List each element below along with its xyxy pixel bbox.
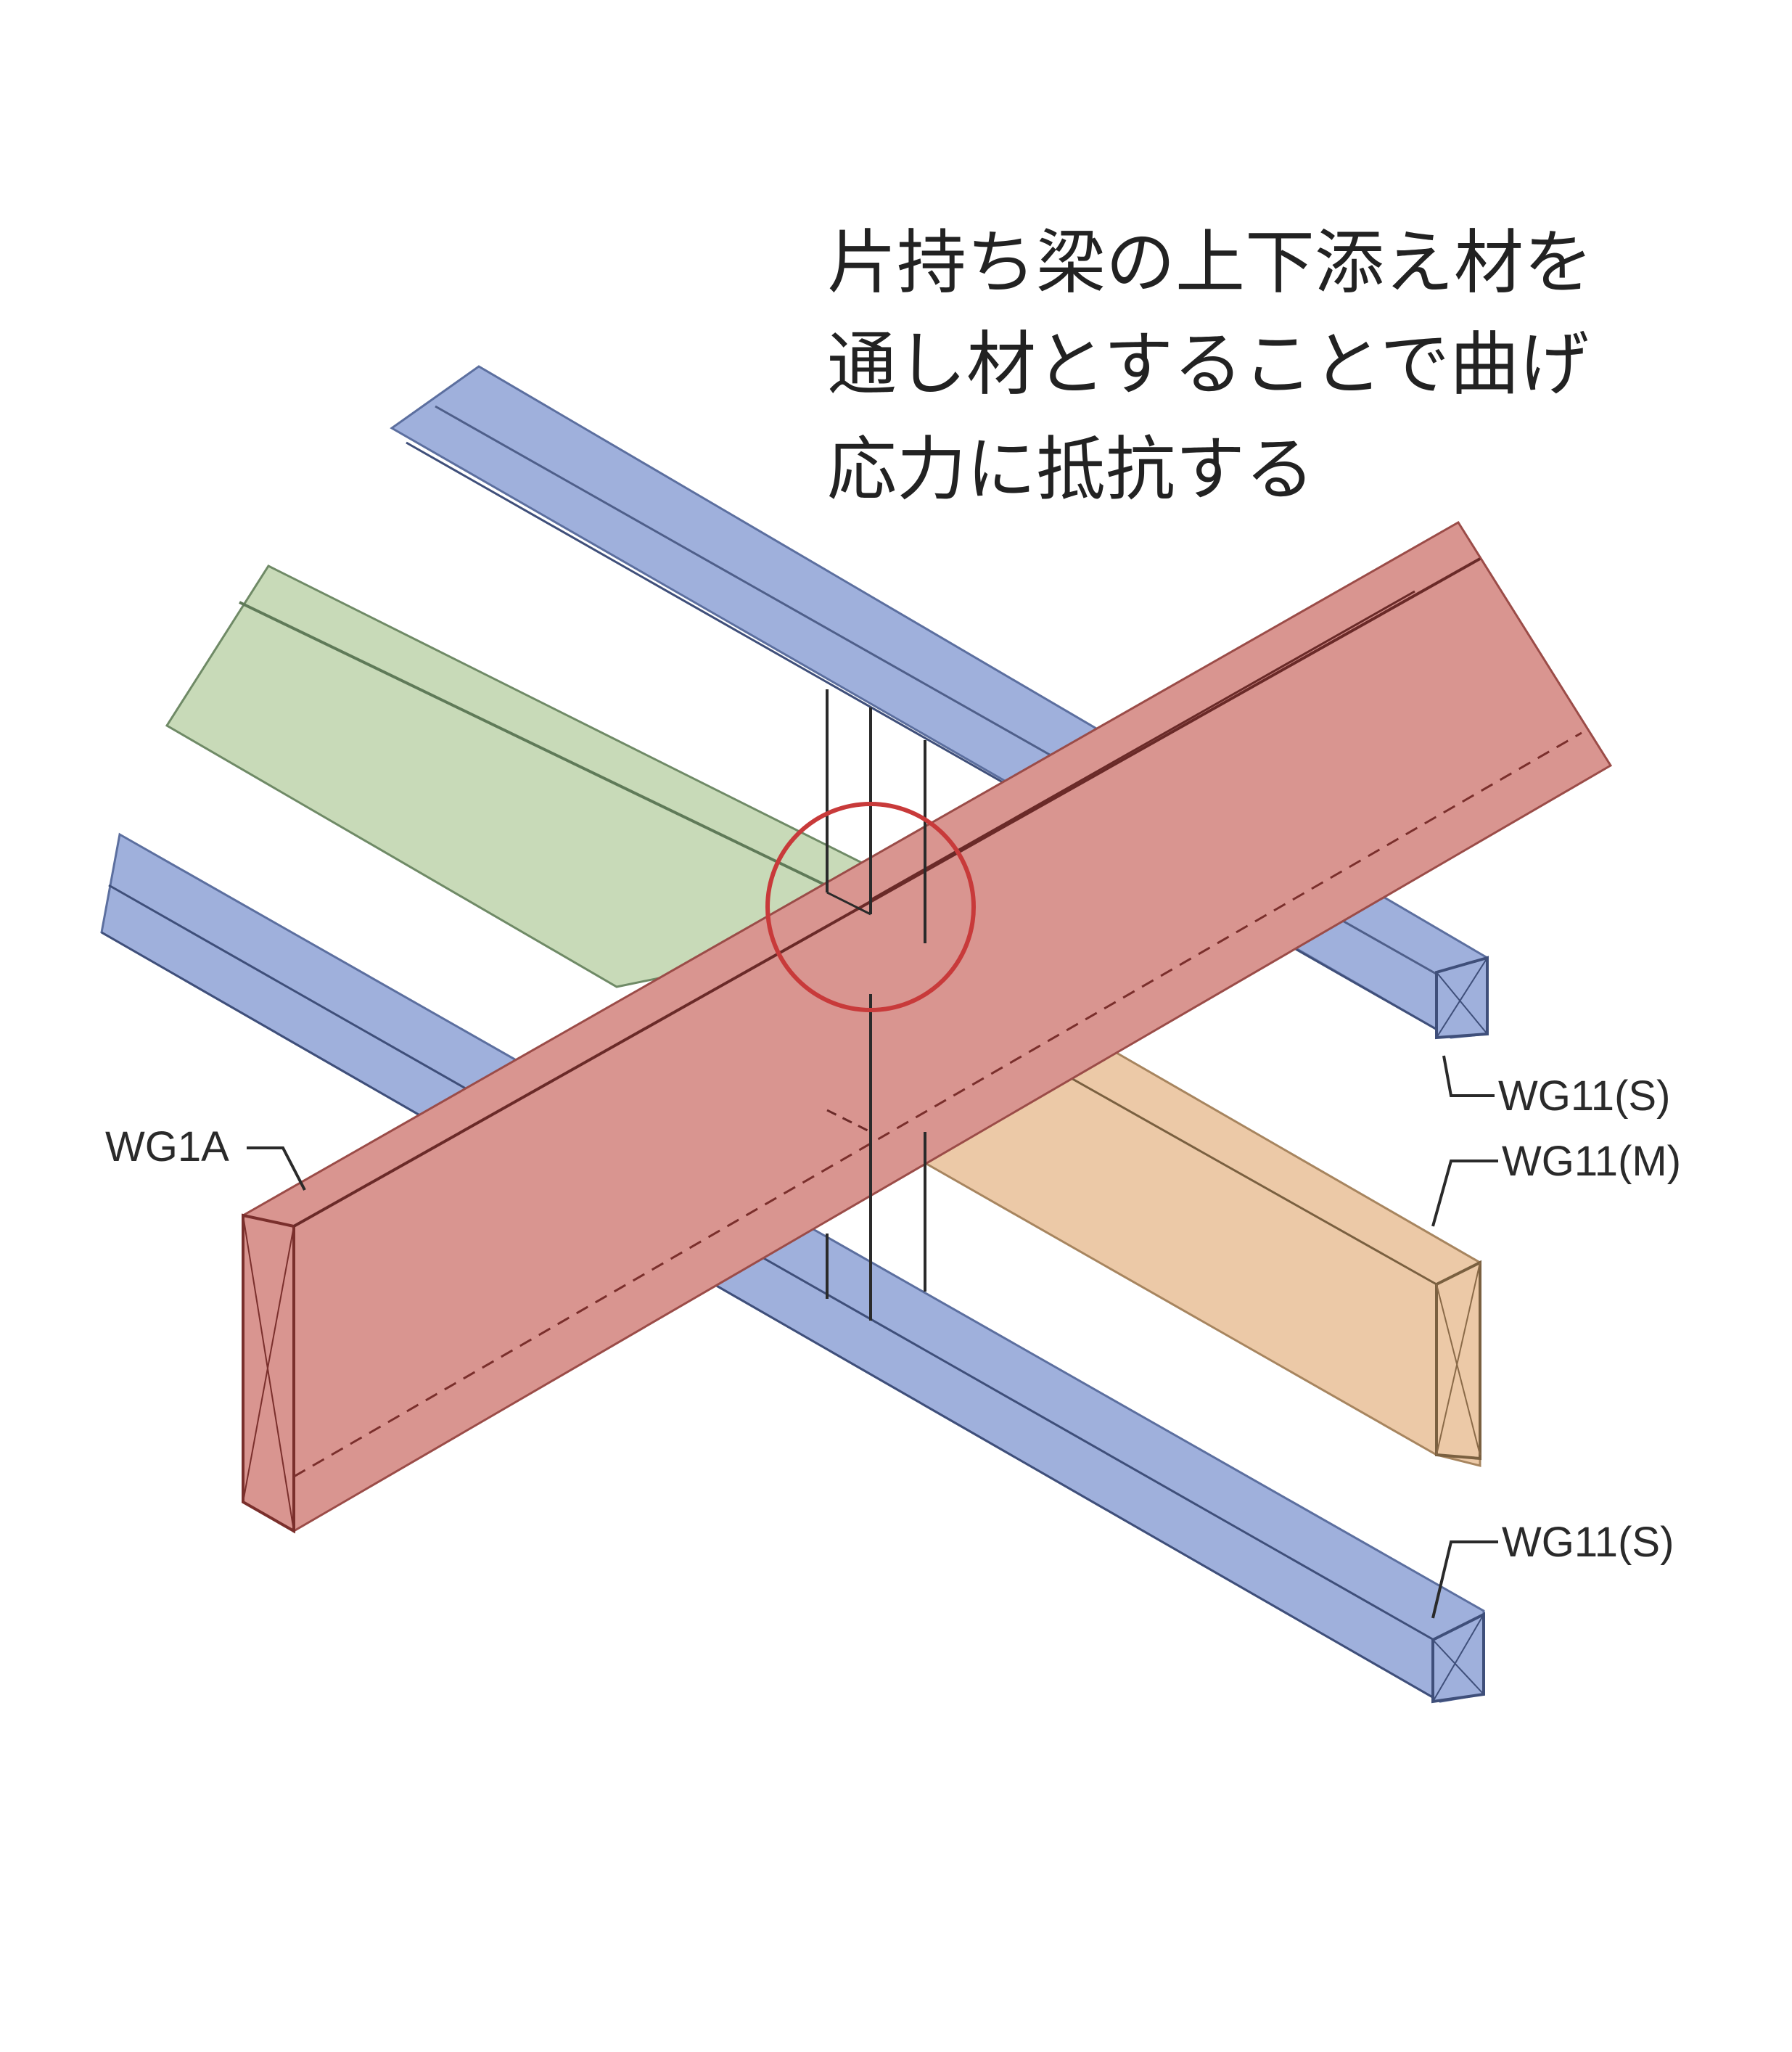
caption: 片持ち梁の上下添え材を 通し材とすることで曲げ 応力に抵抗する (827, 222, 1593, 510)
vertical-joint-plates (826, 689, 926, 1321)
caption-line-2: 通し材とすることで曲げ (827, 324, 1589, 405)
red-main-beam (242, 520, 1613, 1534)
caption-line-1: 片持ち梁の上下添え材を (827, 222, 1593, 303)
label-wg1a: WG1A (105, 1123, 229, 1170)
label-wg11s-lower: WG11(S) (1502, 1519, 1674, 1566)
joint-highlight-circle (765, 802, 976, 1012)
label-wg11m: WG11(M) (1502, 1138, 1681, 1185)
leader-lines (247, 1055, 1498, 1619)
lower-blue-beam (100, 832, 1485, 1704)
label-wg11s-upper: WG11(S) (1498, 1072, 1670, 1120)
caption-line-3: 応力に抵抗する (827, 429, 1315, 510)
